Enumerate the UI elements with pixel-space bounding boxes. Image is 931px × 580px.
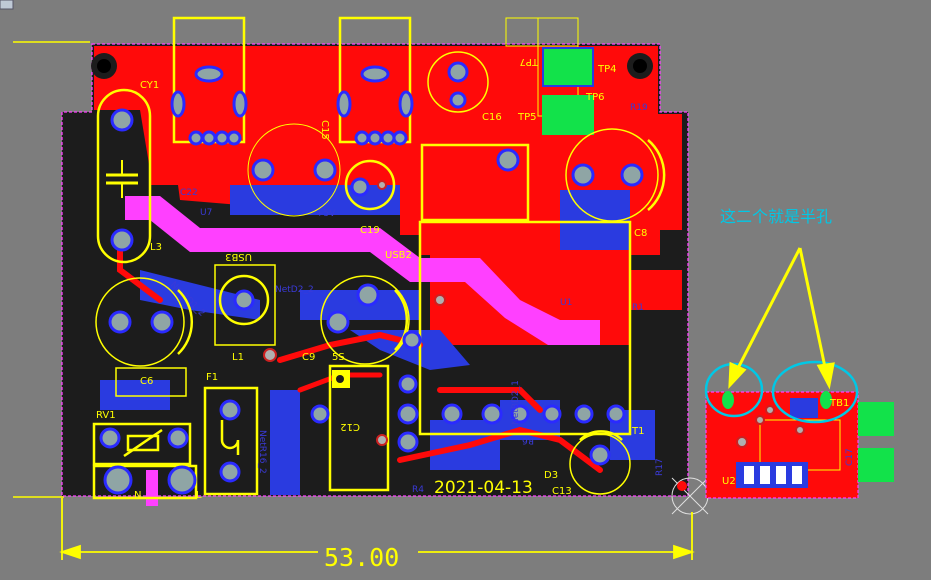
label-tp6: TP6 bbox=[585, 92, 605, 103]
component-cy1[interactable]: CY1 L3 bbox=[96, 80, 162, 264]
label-c16: C16 bbox=[482, 112, 502, 123]
label-r17: R17 bbox=[655, 458, 665, 476]
label-c12: C12 bbox=[340, 421, 360, 432]
component-c8[interactable]: C8 bbox=[565, 128, 666, 239]
component-inductor-top[interactable]: +5V C22 U7 bbox=[180, 123, 341, 219]
label-c6: C6 bbox=[140, 376, 153, 387]
usb-connector-2[interactable] bbox=[336, 16, 414, 146]
usb-connector-1[interactable] bbox=[170, 16, 248, 146]
side-board[interactable]: U2 C17 TB1 bbox=[705, 391, 894, 499]
label-c17: C17 bbox=[845, 448, 855, 466]
component-c6[interactable]: C6 bbox=[95, 277, 193, 397]
corner-marker-icon bbox=[0, 0, 14, 10]
label-c9: C9 bbox=[302, 352, 315, 363]
dimension-line bbox=[59, 498, 695, 560]
label-r19: R19 bbox=[630, 103, 648, 113]
label-net4: NetBD2_1 bbox=[511, 380, 521, 425]
board-outline-left bbox=[13, 41, 90, 498]
label-t1: T1 bbox=[631, 426, 644, 437]
component-c12[interactable]: C12 bbox=[328, 364, 390, 492]
component-t1[interactable]: T1 R17 NetBD2_1 bbox=[510, 380, 665, 476]
label-c13: C13 bbox=[552, 486, 572, 497]
label-r6: R6 bbox=[522, 435, 534, 445]
label-l3: L3 bbox=[150, 242, 162, 253]
label-tp7: TP7 bbox=[519, 56, 539, 67]
label-u1: U1 bbox=[560, 298, 572, 308]
label-c19: C19 bbox=[360, 225, 380, 236]
component-center-block[interactable]: USB2 U1 R1 bbox=[385, 143, 644, 436]
label-tp4: TP4 bbox=[597, 64, 617, 75]
label-dim-small: 5S bbox=[332, 352, 345, 363]
component-center-cap[interactable]: C9 5S bbox=[302, 275, 410, 365]
label-usb2: USB2 bbox=[385, 250, 412, 261]
label-rv1: RV1 bbox=[96, 410, 116, 421]
label-usb3: USB3 bbox=[225, 251, 252, 262]
label-r4: R4 bbox=[412, 485, 424, 495]
component-c16[interactable]: C16 bbox=[427, 51, 502, 123]
label-n: N bbox=[134, 490, 141, 501]
label-plus5v: +5V bbox=[316, 209, 336, 219]
pad-row-bottom bbox=[263, 330, 503, 453]
label-cy1: CY1 bbox=[140, 80, 159, 91]
label-d3: D3 bbox=[544, 470, 558, 481]
annotation-text: 这二个就是半孔 bbox=[720, 207, 832, 226]
arrow-icon bbox=[728, 247, 835, 390]
label-c8: C8 bbox=[634, 228, 647, 239]
component-c13[interactable]: C13 D3 R6 R4 bbox=[412, 430, 631, 497]
label-l1: L1 bbox=[232, 352, 244, 363]
label-f1: F1 bbox=[206, 372, 218, 383]
label-tb1: TB1 bbox=[829, 398, 849, 409]
label-r1: R1 bbox=[632, 303, 644, 313]
component-c19[interactable]: C19 C15 bbox=[319, 120, 396, 236]
terminal-n-l[interactable]: N L bbox=[92, 464, 202, 501]
label-l: L bbox=[196, 490, 202, 501]
component-rv1[interactable]: RV1 bbox=[92, 410, 192, 466]
mounting-hole-icon bbox=[91, 53, 653, 79]
label-c15: C15 bbox=[319, 120, 330, 140]
label-c22: C22 bbox=[180, 188, 198, 198]
label-u2: U2 bbox=[722, 476, 736, 487]
component-f1[interactable]: F1 NetR16_2 bbox=[203, 372, 267, 496]
label-net3: NetR16_2 bbox=[257, 430, 267, 474]
test-points[interactable]: TP4 TP5 TP7 TP6 R19 bbox=[505, 17, 648, 135]
label-u7: U7 bbox=[200, 208, 212, 218]
dimension-value: 53.00 bbox=[324, 543, 399, 572]
date-mark: 2021-04-13 bbox=[434, 478, 533, 498]
label-tp5: TP5 bbox=[517, 112, 537, 123]
label-net1: NetD2_2 bbox=[275, 285, 314, 295]
